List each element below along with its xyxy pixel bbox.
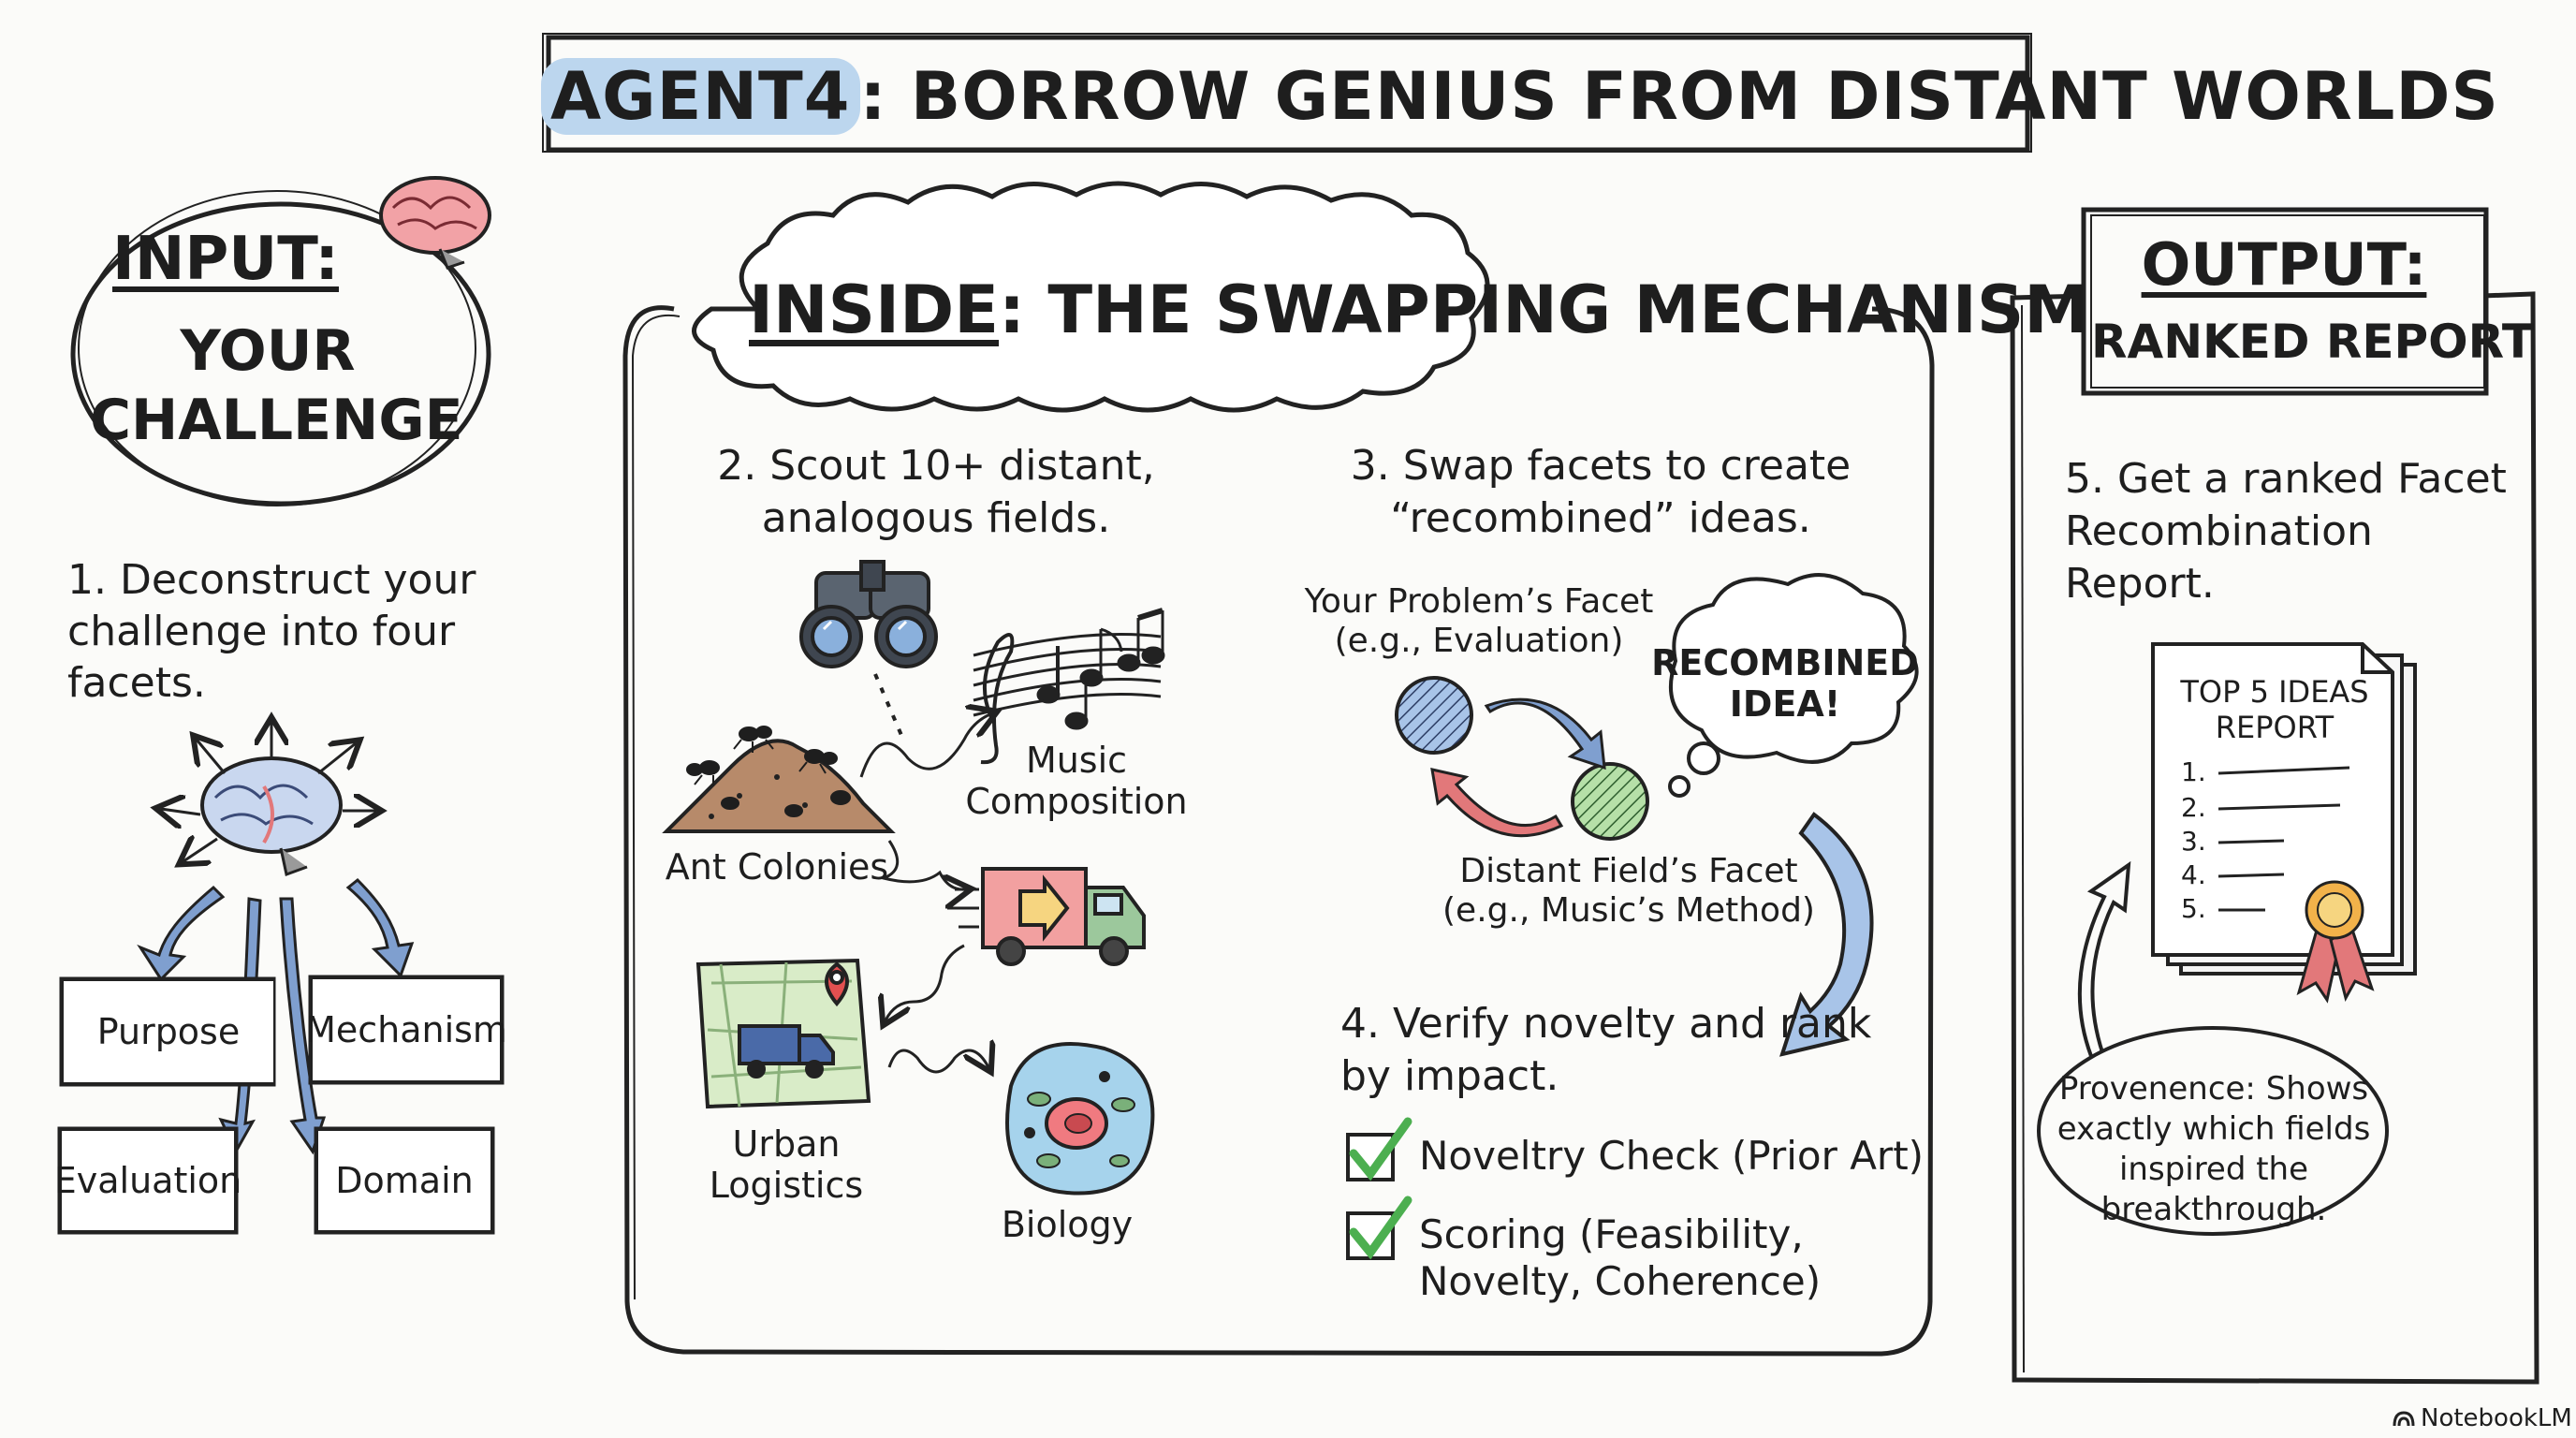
brain-blue-icon [161,723,376,876]
notebooklm-logo-icon [2393,1411,2415,1427]
report-title: TOP 5 IDEAS REPORT [2162,674,2387,745]
report-item-2: 2. [2181,792,2206,823]
recombined-idea-label: RECOMBINED IDEA! [1649,642,1921,725]
provenance-bubble [2037,860,2389,1236]
field-label-music-composition: Music Composition [965,740,1188,822]
distant-facet-line2: (e.g., Music’s Method) [1442,891,1815,930]
page-title: AGENT4: BORROW GENIUS FROM DISTANT WORLD… [541,58,2498,135]
award-ribbon-icon [2296,880,2375,1004]
your-facet-line2: (e.g., Evaluation) [1334,622,1624,660]
inside-heading-rest: : THE SWAPPING MECHANISM [999,271,2089,348]
inside-panel [622,305,1935,1357]
field-label-biology: Biology [1001,1204,1134,1245]
title-agent-highlight: AGENT4 [541,58,860,135]
arrow-truck-to-map [886,944,965,1020]
arrow-ant-to-truck [879,840,966,889]
output-subheading: RANKED REPORT [2091,315,2535,369]
report-title-line1: TOP 5 IDEAS [2180,674,2369,710]
map-icon [695,958,871,1109]
output-heading: OUTPUT: [2087,230,2481,299]
report-title-line2: REPORT [2215,710,2334,745]
swap-diagram [1395,676,1649,841]
scoring-text: Scoring (Feasibility, Novelty, Coherence… [1419,1211,1822,1304]
arrow-ant-to-music [859,713,992,778]
step-5-text: 5. Get a ranked Facet Recombination Repo… [2065,455,2507,608]
output-panel [2010,207,2539,1385]
report-item-3: 3. [2181,826,2206,857]
input-subheading: YOUR CHALLENGE [90,316,463,455]
ant-colony-icon [662,726,896,833]
distant-facet-label: Distant Field’s Facet (e.g., Music’s Met… [1423,852,1835,931]
inside-heading-cloud [692,181,1490,413]
brand-watermark: NotebookLM [2393,1404,2572,1432]
brain-pink-icon [379,176,491,270]
facet-domain: Domain [318,1131,490,1230]
your-facet-line1: Your Problem’s Facet [1304,582,1654,621]
recombined-line1: RECOMBINED [1651,642,1919,683]
distant-facet-line1: Distant Field’s Facet [1459,852,1798,890]
input-subheading-line2: CHALLENGE [90,388,463,453]
step-2-text: 2. Scout 10+ distant, analogous fields. [717,442,1155,542]
check-icon-1 [1346,1117,1412,1181]
truck-icon [947,867,1146,966]
binoculars-icon [799,560,938,668]
input-circle [70,190,491,506]
provenance-text: Provenence: Shows exactly which fields i… [2056,1070,2371,1228]
field-label-urban-logistics: Urban Logistics [709,1123,864,1206]
step-3-text: 3. Swap facets to create “recombined” id… [1350,442,1852,542]
report-item-5: 5. [2181,893,2206,924]
novelty-check-text: Noveltry Check (Prior Art) [1419,1133,1925,1179]
report-item-4: 4. [2181,859,2206,890]
check-icon-2 [1346,1196,1412,1260]
output-heading-text: OUTPUT: [2141,230,2427,299]
report-item-1: 1. [2181,756,2206,787]
recombined-thought-bubble [1668,573,1919,798]
recombined-line2: IDEA! [1729,683,1841,725]
curved-blue-arrow [1779,812,1874,1057]
binocular-dotted-line [873,673,905,741]
facet-evaluation: Evaluation [54,1131,242,1230]
brand-text: NotebookLM [2421,1404,2572,1432]
input-subheading-line1: YOUR [180,318,356,384]
facet-mechanism: Mechanism [305,979,507,1080]
cell-icon [1005,1042,1155,1196]
input-heading: INPUT: [112,225,339,294]
inside-heading-underlined: INSIDE [749,271,1000,348]
step-1-text: 1. Deconstruct your challenge into four … [67,556,476,707]
field-label-ant-colonies: Ant Colonies [665,846,889,888]
inside-heading: INSIDE: THE SWAPPING MECHANISM [749,271,2089,348]
step-4-text: 4. Verify novelty and rank by impact. [1340,1000,1872,1100]
title-rest: : BORROW GENIUS FROM DISTANT WORLDS [859,58,2499,135]
facet-purpose: Purpose [64,981,273,1082]
arrow-map-to-biology [887,1050,988,1072]
report-document-icon [2151,642,2417,976]
your-facet-label: Your Problem’s Facet (e.g., Evaluation) [1273,582,1685,661]
